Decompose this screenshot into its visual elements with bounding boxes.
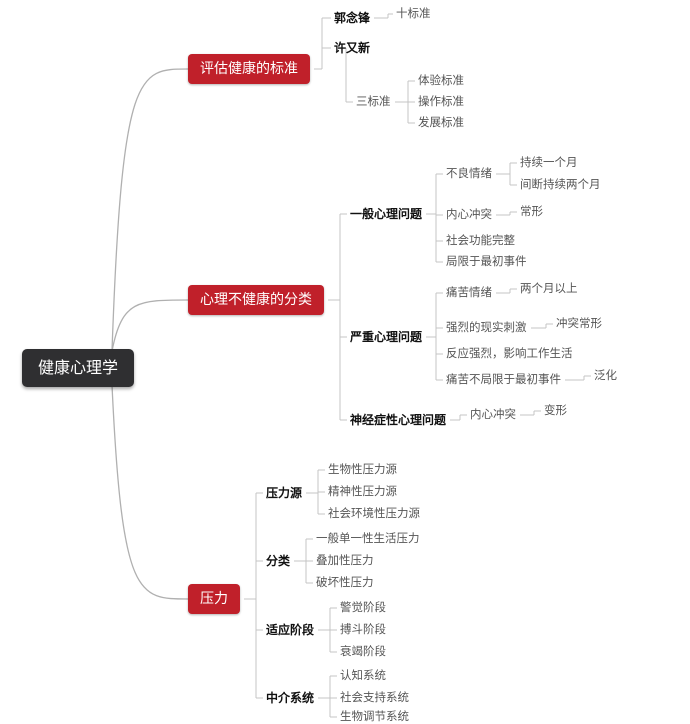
strong-stimulus-node: 强烈的现实刺激 [446,320,527,334]
exhaustion-stage-leaf: 衰竭阶段 [340,644,386,658]
three-standards-node: 三标准 [356,94,391,108]
one-month-leaf: 持续一个月 [520,155,578,169]
inner-conflict-node: 内心冲突 [446,207,492,221]
biological-stressor-leaf: 生物性压力源 [328,462,397,476]
stress-node: 压力 [188,584,240,614]
development-standard-leaf: 发展标准 [418,115,464,129]
criteria-node: 评估健康的标准 [188,54,310,84]
adaptation-stages-node: 适应阶段 [266,623,315,637]
normal-form-leaf: 常形 [520,204,543,218]
unhealthy-classification-node: 心理不健康的分类 [188,285,324,315]
painful-emotion-node: 痛苦情绪 [446,285,492,299]
struggle-stage-leaf: 搏斗阶段 [340,622,386,636]
xu-youxin-node: 许又新 [334,41,371,55]
bad-mood-node: 不良情绪 [446,166,492,180]
social-environmental-stressor-leaf: 社会环境性压力源 [328,506,420,520]
stressor-node: 压力源 [266,486,303,500]
over-two-months-leaf: 两个月以上 [520,281,578,295]
destructive-stress-leaf: 破坏性压力 [316,575,374,589]
guo-nianfeng-node: 郭念锋 [334,11,371,25]
connector-line [111,384,189,600]
biological-regulation-system-leaf: 生物调节系统 [340,709,409,723]
connector-line [111,68,189,352]
neurotic-inner-conflict-node: 内心冲突 [470,407,516,421]
limited-initial-event-leaf: 局限于最初事件 [446,254,527,268]
neurotic-problem-node: 神经症性心理问题 [350,413,447,427]
social-function-intact-leaf: 社会功能完整 [446,233,515,247]
stress-types-node: 分类 [266,554,291,568]
deformed-leaf: 变形 [544,403,567,417]
generalized-pain-node: 痛苦不局限于最初事件 [446,372,561,386]
intermittent-two-months-leaf: 间断持续两个月 [520,177,601,191]
ten-standards-leaf: 十标准 [396,6,431,20]
single-life-stress-leaf: 一般单一性生活压力 [316,531,420,545]
generalization-leaf: 泛化 [594,368,617,382]
alarm-stage-leaf: 警觉阶段 [340,600,386,614]
general-problem-node: 一般心理问题 [350,207,423,221]
cognitive-system-leaf: 认知系统 [340,668,386,682]
root-node: 健康心理学 [22,349,135,387]
conflict-normal-form-leaf: 冲突常形 [556,316,602,330]
social-support-system-leaf: 社会支持系统 [340,690,409,704]
operation-standard-leaf: 操作标准 [418,94,464,108]
severe-problem-node: 严重心理问题 [350,330,423,344]
mental-stressor-leaf: 精神性压力源 [328,484,397,498]
experience-standard-leaf: 体验标准 [418,73,464,87]
mediator-system-node: 中介系统 [266,691,315,705]
cumulative-stress-leaf: 叠加性压力 [316,553,374,567]
connector-line [111,299,189,352]
strong-reaction-leaf: 反应强烈，影响工作生活 [446,346,573,360]
